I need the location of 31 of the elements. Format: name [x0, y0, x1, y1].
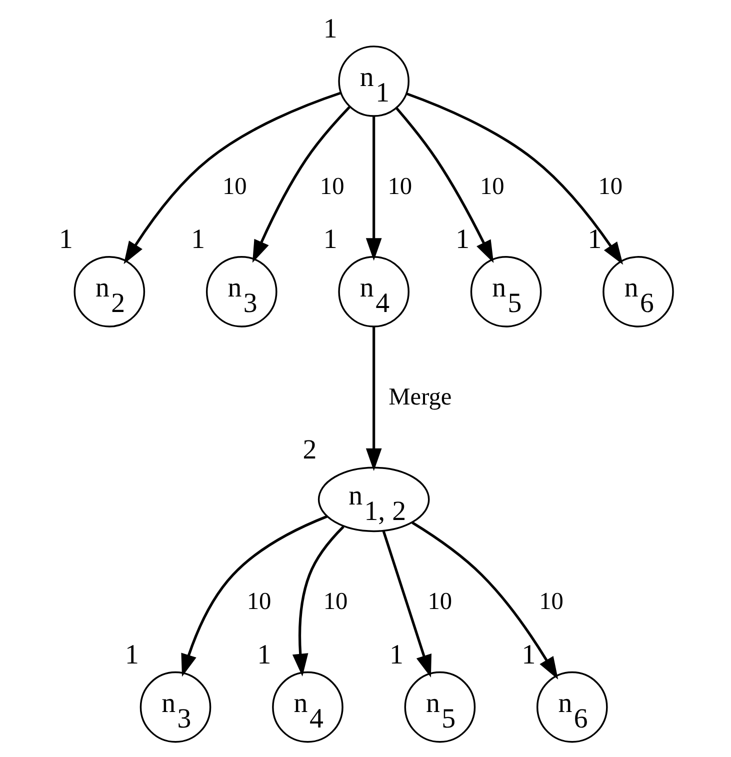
edge-label: 10: [598, 172, 622, 200]
edge-label: 10: [387, 172, 412, 200]
edge-label: 10: [222, 172, 246, 200]
node-label: 1: [521, 639, 536, 670]
arrow: [406, 92, 623, 265]
edge-label: 10: [479, 172, 504, 200]
node-label: 2: [302, 434, 316, 466]
arrow: [365, 116, 382, 261]
node-label: 1: [190, 224, 205, 255]
arrow: [292, 526, 344, 676]
edge-label: 10: [322, 588, 348, 616]
node-label: 1: [58, 224, 72, 255]
edge-label: 10: [246, 588, 271, 616]
node-label: 1: [587, 224, 602, 255]
node-label: 1: [388, 639, 403, 670]
edge-label: Merge: [388, 383, 452, 410]
edge-label: 10: [538, 588, 563, 616]
arrow: [252, 106, 350, 263]
node-label: 1: [256, 639, 271, 670]
edge-label: 10: [427, 588, 452, 616]
node-label: 1: [322, 13, 337, 44]
arrow: [365, 326, 382, 472]
edge-label: 10: [319, 172, 344, 200]
arrow: [180, 515, 327, 677]
node-label: 1: [124, 639, 138, 670]
arrow: [411, 522, 558, 680]
arrow: [395, 107, 494, 264]
arrow: [123, 92, 341, 264]
arrow: [382, 530, 431, 678]
node-label: 1: [455, 224, 470, 255]
node-label: 1: [322, 224, 337, 255]
